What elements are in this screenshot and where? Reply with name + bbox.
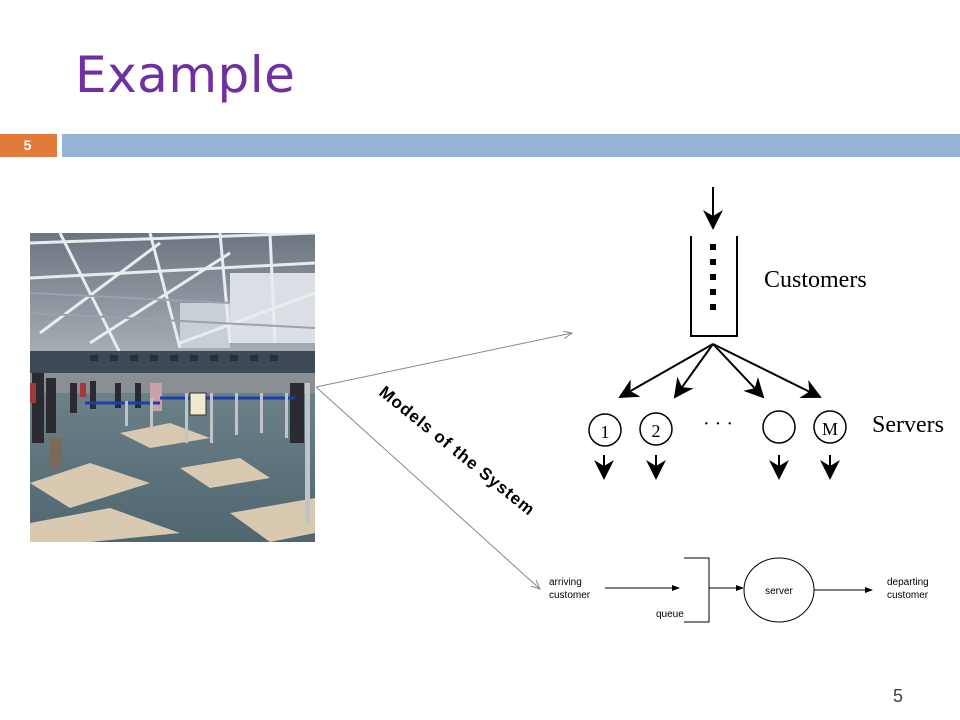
- server-3: [762, 410, 796, 444]
- server-2: [639, 412, 673, 446]
- departing-label-2: customer: [887, 590, 929, 601]
- arriving-label-2: customer: [549, 590, 591, 601]
- server-1: [588, 413, 622, 447]
- section-number: 5: [23, 137, 32, 153]
- server-circles: [588, 410, 847, 447]
- page-number: 5: [893, 686, 904, 706]
- server-1-label: 1: [601, 422, 610, 442]
- server-m: [813, 410, 847, 444]
- departing-label-1: departing: [887, 577, 929, 588]
- server-2-label: 2: [652, 421, 661, 441]
- servers-label: Servers: [872, 412, 944, 438]
- server-label: server: [765, 586, 793, 597]
- header-bar: [62, 134, 960, 157]
- queue-label: queue: [656, 609, 684, 620]
- customers-label: Customers: [764, 267, 867, 293]
- connector-to-single-server-model: [315, 386, 540, 589]
- queue-buffer: [690, 236, 738, 337]
- arriving-label-1: arriving: [549, 577, 582, 588]
- connector-to-parallel-model: [315, 333, 572, 388]
- queue-box: [684, 557, 710, 623]
- slide-title: Example: [75, 46, 296, 104]
- models-label: Models of the System: [375, 382, 538, 519]
- airport-photo-drawing: [30, 233, 315, 542]
- section-number-badge: 5: [0, 134, 57, 157]
- server-m-label: M: [822, 419, 838, 439]
- departure-arrows: [594, 455, 840, 480]
- ellipsis-label: · · ·: [703, 413, 733, 435]
- queued-customers: [710, 244, 716, 310]
- dispatch-arrows: [618, 343, 822, 399]
- airport-checkin-photo: [30, 233, 315, 542]
